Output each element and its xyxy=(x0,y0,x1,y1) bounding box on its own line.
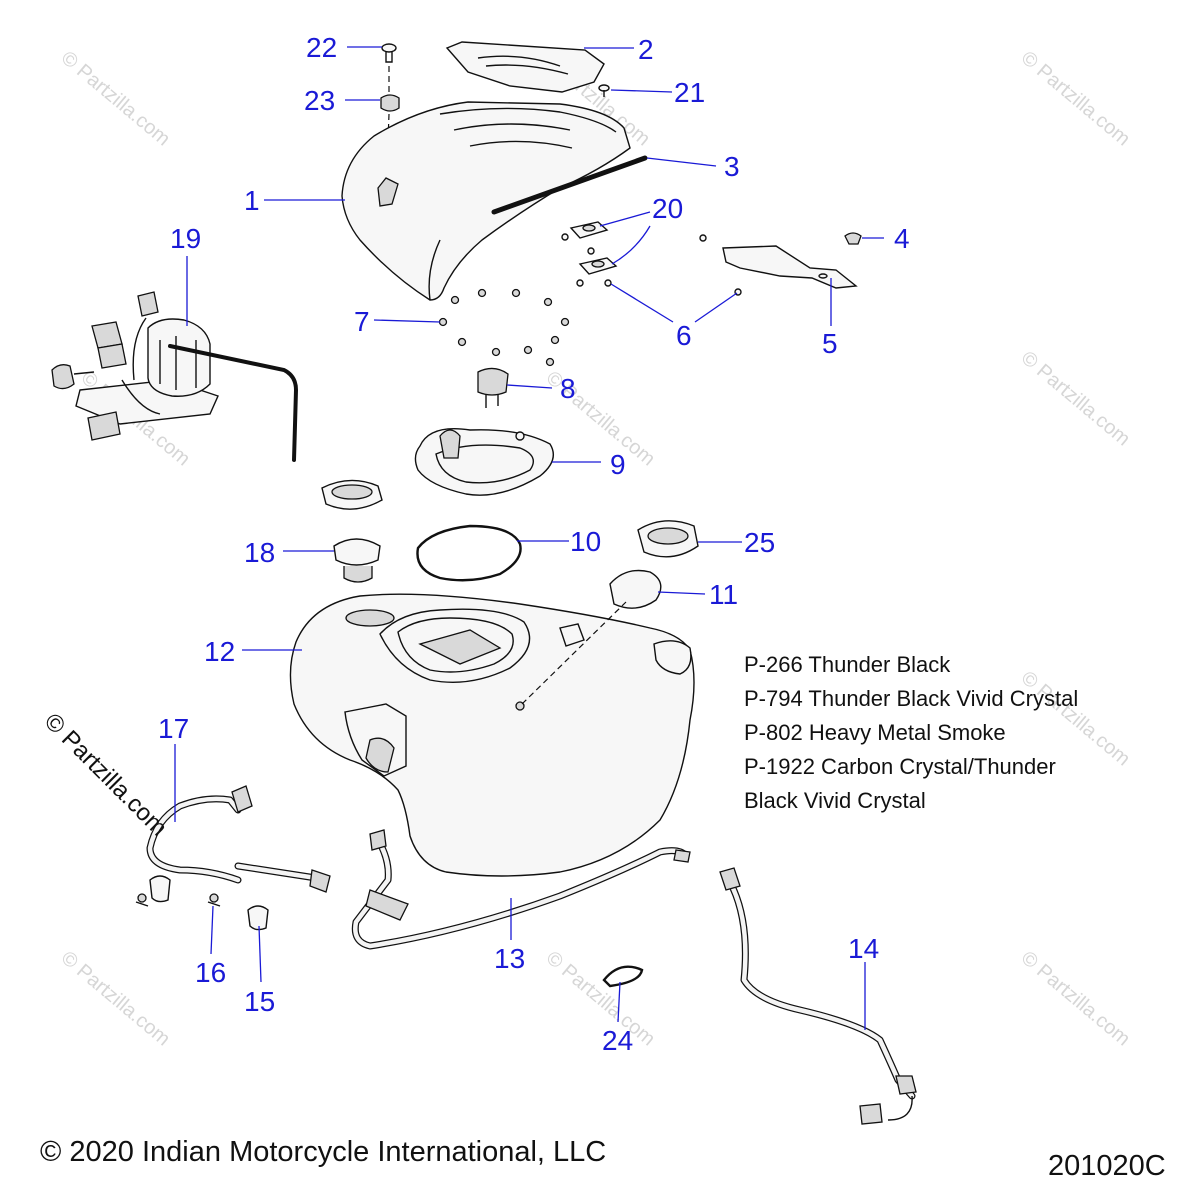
callout-21: 21 xyxy=(674,77,705,108)
callout-1: 1 xyxy=(244,185,260,216)
part-gasket xyxy=(416,524,522,582)
part-nut-ring xyxy=(438,288,570,367)
part-connector xyxy=(477,367,509,408)
callout-11: 11 xyxy=(709,579,738,610)
watermark-text: © Partzilla.com xyxy=(542,947,659,1050)
part-fuel-tank xyxy=(289,593,695,877)
callout-5: 5 xyxy=(822,328,838,359)
callout-3: 3 xyxy=(724,151,740,182)
color-note: Black Vivid Crystal xyxy=(744,788,926,813)
part-tank-cover xyxy=(341,101,631,301)
watermark-text: © Partzilla.com xyxy=(57,47,174,150)
callout-14: 14 xyxy=(848,933,879,964)
leader-lines xyxy=(174,46,884,1030)
watermark-text: © Partzilla.com xyxy=(1017,47,1134,150)
callout-22: 22 xyxy=(306,32,337,63)
color-note: P-266 Thunder Black xyxy=(744,652,951,677)
callout-4: 4 xyxy=(894,223,910,254)
part-small-screw xyxy=(598,84,610,97)
callout-7: 7 xyxy=(354,306,370,337)
callout-18: 18 xyxy=(244,537,275,568)
part-filler-disc xyxy=(609,569,662,609)
callout-15: 15 xyxy=(244,986,275,1017)
callout-8: 8 xyxy=(560,373,576,404)
callout-12: 12 xyxy=(204,636,235,667)
callout-25: 25 xyxy=(744,527,775,558)
part-hose-clamp xyxy=(602,965,644,988)
callout-24: 24 xyxy=(602,1025,633,1056)
watermark-text: © Partzilla.com xyxy=(1017,947,1134,1050)
part-seals xyxy=(321,479,699,583)
callout-labels: 22 2 23 21 1 3 19 20 4 7 6 5 8 9 10 25 1… xyxy=(158,32,910,1056)
callout-20: 20 xyxy=(652,193,683,224)
part-pump-plate xyxy=(414,428,554,496)
part-fuel-pump xyxy=(51,291,299,462)
color-note: P-1922 Carbon Crystal/Thunder xyxy=(744,754,1056,779)
part-vent-hose xyxy=(146,785,331,893)
watermark-text: © Partzilla.com xyxy=(57,947,174,1050)
part-trim-rod xyxy=(491,155,648,215)
callout-16: 16 xyxy=(195,957,226,988)
color-note: P-802 Heavy Metal Smoke xyxy=(744,720,1006,745)
part-fuel-line xyxy=(351,829,691,950)
callout-10: 10 xyxy=(570,526,601,557)
part-return-hose xyxy=(719,867,917,1125)
part-clips xyxy=(135,875,269,931)
copyright-notice: © 2020 Indian Motorcycle International, … xyxy=(40,1136,607,1168)
callout-13: 13 xyxy=(494,943,525,974)
callout-9: 9 xyxy=(610,449,626,480)
callout-19: 19 xyxy=(170,223,201,254)
callout-6: 6 xyxy=(676,320,692,351)
part-badge-plate xyxy=(445,41,605,93)
figure-code: 201020C xyxy=(1048,1150,1166,1182)
part-brackets xyxy=(561,221,618,287)
watermark-text: © Partzilla.com xyxy=(1017,347,1134,450)
callout-2: 2 xyxy=(638,34,654,65)
callout-23: 23 xyxy=(304,85,335,116)
color-note: P-794 Thunder Black Vivid Crystal xyxy=(744,686,1079,711)
callout-17: 17 xyxy=(158,713,189,744)
part-heat-shield xyxy=(699,232,862,296)
color-notes: P-266 Thunder Black P-794 Thunder Black … xyxy=(744,648,1078,818)
